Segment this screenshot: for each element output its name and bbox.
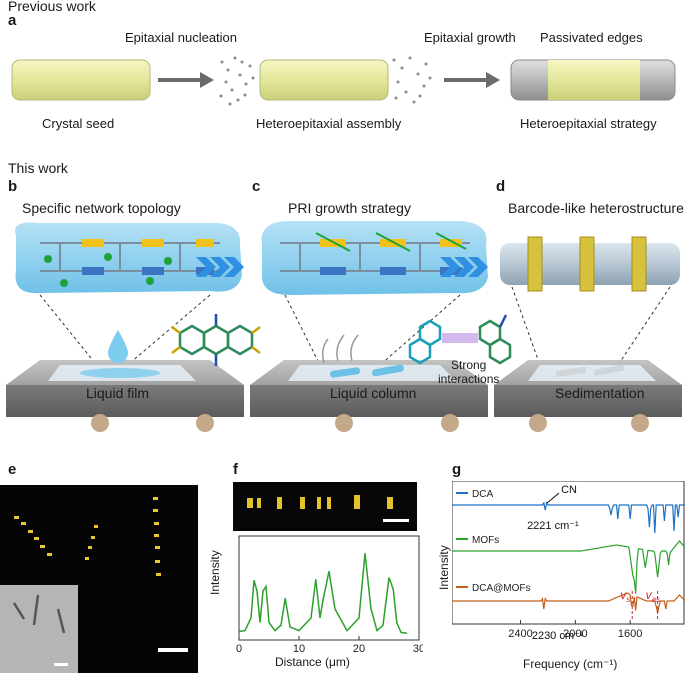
panel-label-c: c [252,178,261,195]
panel-f-xtick-label: 30 [413,643,423,654]
interaction-molecules [408,314,512,365]
chevron-arrows-2 [440,257,488,277]
this-work-header: This work [8,160,68,176]
dca-molecule [171,314,261,366]
panel-g-xtick-label: 2000 [563,628,587,640]
assembly-rod [259,59,389,101]
panel-g-legend-label: MOFs [472,535,499,546]
previous-work-header: Previous work [8,0,96,14]
epitaxial-nucleation-label: Epitaxial nucleation [125,30,238,45]
panel-f-xtick-label: 20 [353,643,365,654]
panel-f-intensity-line [238,553,408,635]
panel-f-xtick-label: 0 [236,643,242,654]
dca-spectrum-line [452,501,685,534]
band-label: vas [646,588,660,604]
crystal-seed-label: Crystal seed [42,116,115,131]
panel-g-xtick-label: 1600 [618,628,642,640]
scale-bar-f [383,519,409,522]
pri-growth-blob [261,221,488,295]
band-label-subscript: as [652,595,660,604]
panel-d-title: Barcode-like heterostructure [508,200,684,216]
panel-g-frame [452,481,685,625]
inset-scale-bar [54,663,68,666]
platform-c [250,334,488,432]
platform-b [6,330,244,432]
barcode-rod [500,236,680,292]
panel-label-a: a [8,12,17,29]
mofs-spectrum-line [452,540,685,594]
panel-g-xlabel: Frequency (cm⁻¹) [523,657,618,671]
passivated-edges-label: Passivated edges [540,30,643,45]
heteroepitaxial-strategy-label: Heteroepitaxial strategy [520,116,657,131]
panels-bcd-schematic [6,221,682,432]
sedimentation-label: Sedimentation [555,385,645,401]
liquid-column-label: Liquid column [330,385,417,401]
panel-g-xtick-label: 2400 [508,628,532,640]
panel-g-legend-label: DCA [472,489,493,500]
nucleation-dots [219,56,255,106]
strong-interactions-label: Strong interactions [438,358,500,386]
panel-f-line-chart: 0 10 20 30 [236,535,423,654]
panel-f-ylabel: Intensity [208,550,222,595]
scale-bar-e [158,648,188,652]
chevron-arrows-1 [196,257,244,277]
panel-f-xlabel: Distance (μm) [275,655,350,669]
peak-2221-annotation: 2221 cm⁻¹ [527,520,579,532]
platform-d [494,360,682,432]
liquid-film-label: Liquid film [86,385,150,401]
peak-2230-annotation: 2230 cm⁻¹ [532,630,584,642]
inset-brightfield [0,585,78,673]
panel-label-f: f [233,461,238,478]
panel-e-micrograph [0,485,198,673]
panel-label-e: e [8,461,17,478]
band-label: vs [620,588,630,604]
panel-b-title: Specific network topology [22,200,181,216]
arrow-2 [444,72,500,88]
panel-label-g: g [452,461,462,478]
growth-dots [392,56,432,104]
crystal-seed-rod [11,59,151,101]
panel-f-frame [238,535,420,641]
arrow-1 [158,72,214,88]
panel-label-d: d [496,178,506,195]
panel-f-xtick-label: 10 [293,643,305,654]
dca-mofs-spectrum-line [452,592,685,614]
panel-label-b: b [8,178,18,195]
panel-g-legend-label: DCA@MOFs [472,583,530,594]
band-label-subscript: s [626,595,630,604]
panel-f-barcode-image [233,482,417,531]
panel-g-ylabel: Intensity [437,545,451,590]
epitaxial-growth-label: Epitaxial growth [424,30,516,45]
panel-a-schematic [11,56,676,106]
heteroepitaxial-assembly-label: Heteroepitaxial assembly [256,116,402,131]
cn-arrow-icon [546,492,560,504]
network-topology-blob [15,222,242,294]
cn-annotation: CN [561,484,577,496]
panel-c-title: PRI growth strategy [288,200,411,216]
